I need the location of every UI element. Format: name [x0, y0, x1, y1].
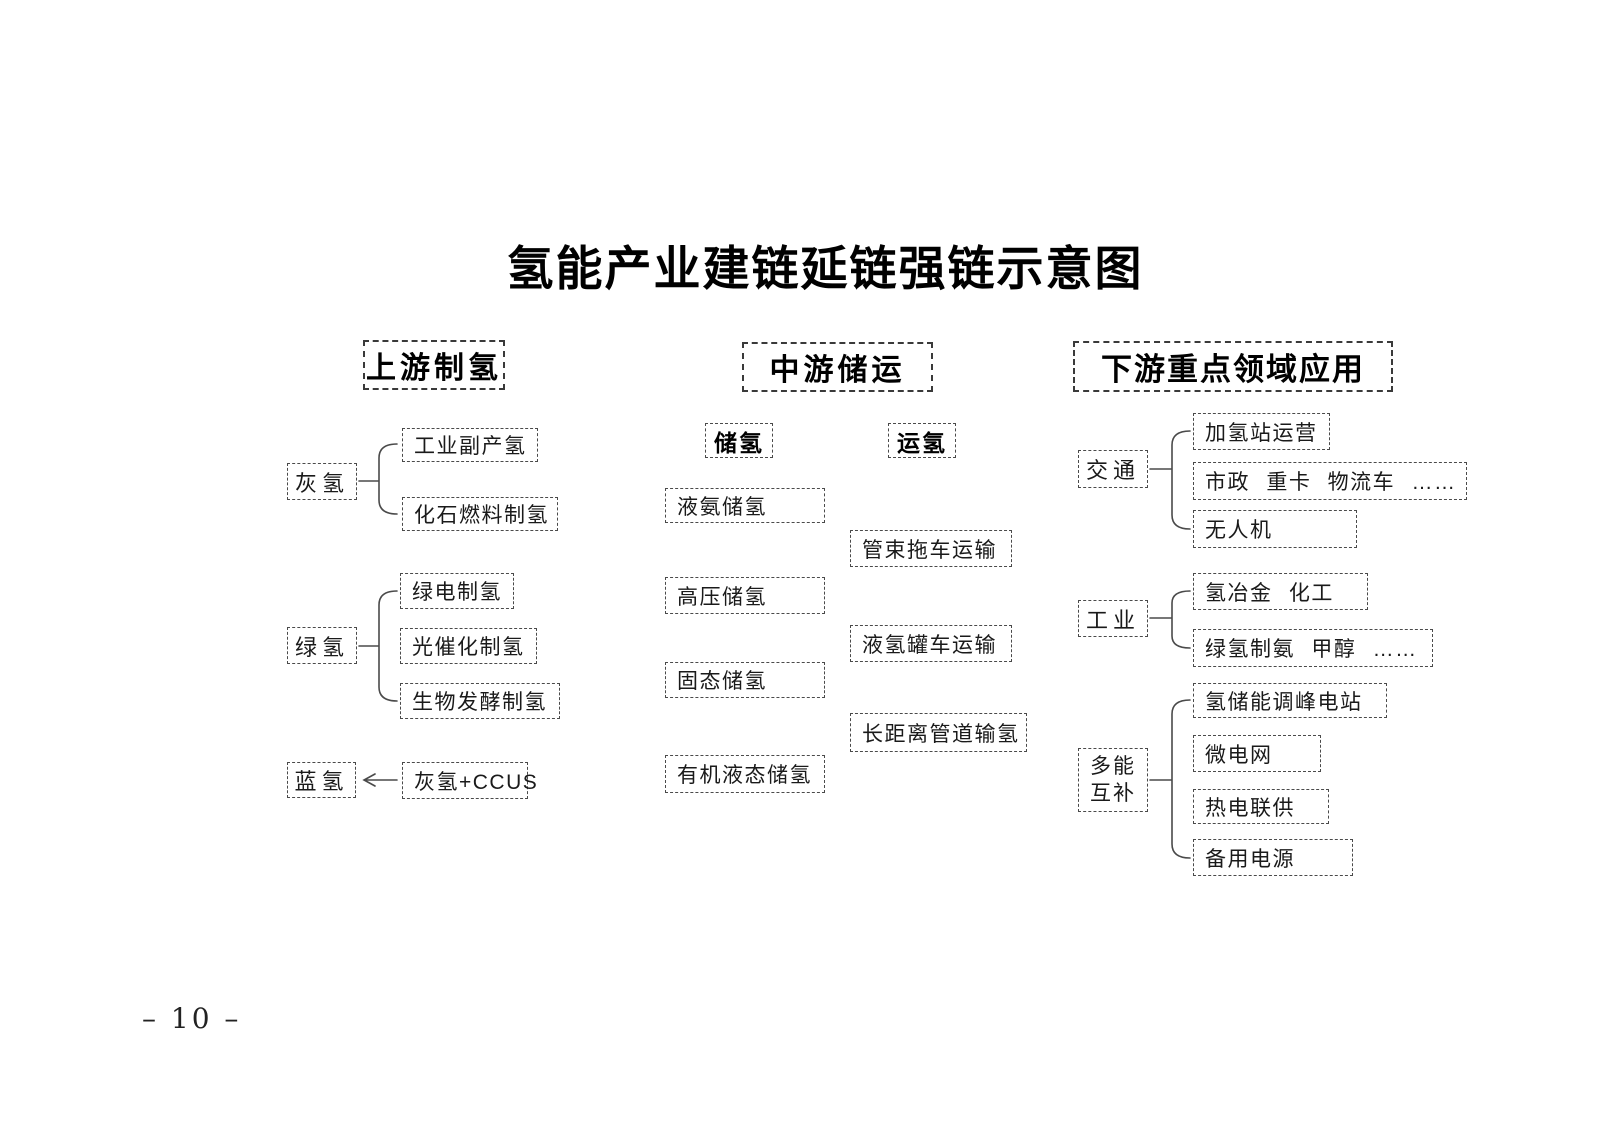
- node-drones: 无人机: [1193, 510, 1357, 548]
- node-combined-heat-power: 热电联供: [1193, 789, 1329, 824]
- node-microgrid: 微电网: [1193, 735, 1321, 772]
- node-gray-hydrogen: 灰氢: [287, 463, 357, 500]
- node-green-power-hydrogen: 绿电制氢: [400, 573, 514, 609]
- arrow-blue-hydrogen: [362, 773, 398, 787]
- node-high-pressure-storage: 高压储氢: [665, 577, 825, 614]
- node-bio-fermentation-hydrogen: 生物发酵制氢: [400, 683, 560, 719]
- node-multi-energy: 多能互补: [1078, 748, 1148, 812]
- node-hydrogen-storage-peak-plant: 氢储能调峰电站: [1193, 683, 1387, 718]
- node-backup-power: 备用电源: [1193, 839, 1353, 876]
- midstream-header: 中游储运: [742, 342, 933, 392]
- brace-transportation: [1149, 430, 1191, 530]
- node-photocatalytic-hydrogen: 光催化制氢: [400, 628, 537, 664]
- node-hydrogen-station-operation: 加氢站运营: [1193, 413, 1330, 450]
- node-transportation: 交通: [1078, 450, 1148, 488]
- brace-green-hydrogen: [358, 590, 398, 702]
- node-hydrogen-metallurgy-chemical: 氢冶金 化工: [1193, 573, 1368, 610]
- page-number: – 10 –: [142, 1002, 242, 1035]
- node-long-distance-pipeline: 长距离管道输氢: [850, 713, 1027, 752]
- brace-multi-energy: [1149, 699, 1191, 859]
- node-fossil-fuel-hydrogen: 化石燃料制氢: [402, 497, 558, 531]
- node-tube-trailer-transport: 管束拖车运输: [850, 530, 1012, 567]
- diagram-title: 氢能产业建链延链强链示意图: [506, 242, 1144, 297]
- upstream-header: 上游制氢: [363, 340, 505, 390]
- node-solid-state-storage: 固态储氢: [665, 662, 825, 698]
- node-liquid-ammonia-storage: 液氨储氢: [665, 488, 825, 523]
- node-organic-liquid-storage: 有机液态储氢: [665, 755, 825, 793]
- node-industrial-byproduct-hydrogen: 工业副产氢: [402, 428, 538, 462]
- transport-subheader: 运氢: [888, 423, 956, 458]
- node-gray-hydrogen-ccus: 灰氢+CCUS: [402, 762, 537, 799]
- downstream-header: 下游重点领域应用: [1073, 341, 1393, 392]
- node-municipal-trucks-logistics: 市政 重卡 物流车 ……: [1193, 462, 1467, 500]
- brace-gray-hydrogen: [358, 443, 398, 515]
- storage-subheader: 储氢: [705, 423, 773, 458]
- node-liquid-hydrogen-tanker: 液氢罐车运输: [850, 625, 1012, 662]
- node-blue-hydrogen: 蓝氢: [287, 762, 356, 798]
- node-industry: 工业: [1078, 600, 1148, 637]
- brace-industry: [1149, 590, 1191, 649]
- node-green-ammonia-methanol: 绿氢制氨 甲醇 ……: [1193, 629, 1433, 667]
- node-green-hydrogen: 绿氢: [287, 627, 357, 664]
